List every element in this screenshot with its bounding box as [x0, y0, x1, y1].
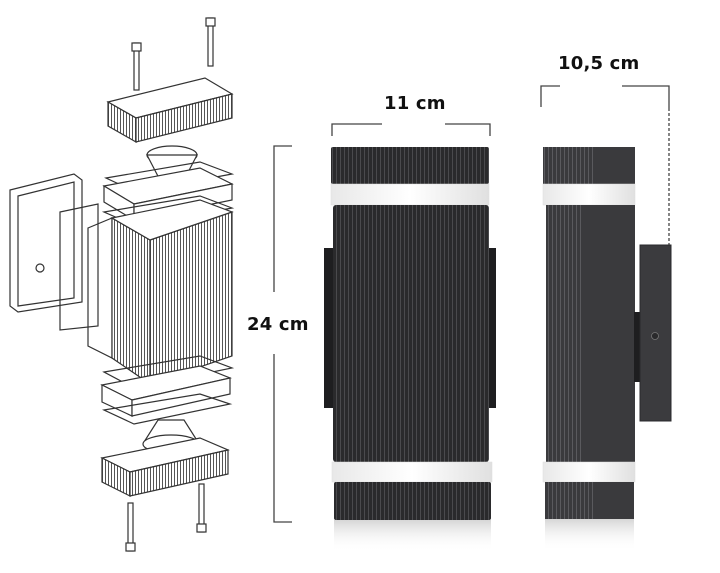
depth-dimension-line	[540, 85, 670, 246]
screw-icon	[131, 17, 216, 91]
main-body	[87, 199, 234, 386]
bottom-gasket	[100, 355, 235, 425]
exploded-view	[9, 17, 235, 552]
width-dimension-line	[331, 123, 491, 136]
depth-label: 10,5 cm	[558, 53, 640, 74]
screw-icon	[125, 483, 207, 552]
bottom-cap	[100, 437, 230, 497]
front-view	[324, 147, 496, 552]
height-dimension-line	[273, 145, 292, 523]
top-cap	[106, 77, 234, 144]
width-label: 11 cm	[384, 93, 446, 114]
side-view	[542, 147, 672, 551]
height-label: 24 cm	[247, 314, 309, 335]
screw-icon	[651, 332, 659, 340]
wall-mount-plate	[9, 173, 99, 331]
